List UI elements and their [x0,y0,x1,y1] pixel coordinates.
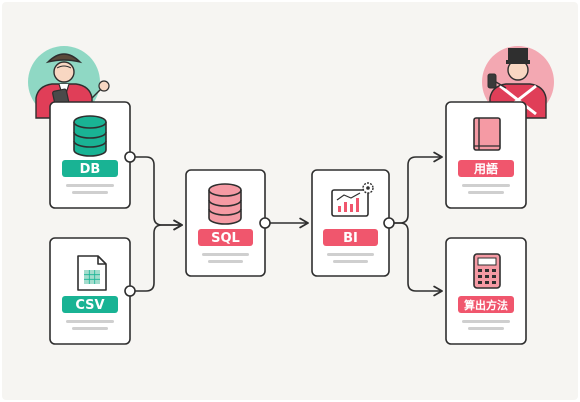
calculator-icon [473,253,501,289]
db-badge [62,160,118,177]
placeholder-line [202,253,249,256]
placeholder-line [72,327,108,330]
db-output-port[interactable] [124,151,136,163]
csv-file-icon [77,255,107,291]
db-label: DB [80,162,101,177]
csv-badge [62,296,118,313]
placeholder-line [462,184,510,187]
calculation-badge [458,296,514,313]
node-calculation[interactable]: 算出方法 [445,237,527,345]
placeholder-line [468,191,504,194]
placeholder-line [333,260,368,263]
sql-label: SQL [211,231,240,246]
connectors [130,151,443,297]
sql-badge [198,229,253,246]
database-icon [208,183,242,225]
sql-output-port[interactable] [259,217,271,229]
book-icon [473,117,501,151]
node-glossary[interactable]: 用語 [445,101,527,209]
node-db[interactable]: DB [49,101,136,209]
placeholder-line [327,253,374,256]
placeholder-line [72,191,108,194]
edge-csv-sql [130,219,183,292]
placeholder-line [208,260,243,263]
csv-output-port[interactable] [124,285,136,297]
placeholder-line [468,327,504,330]
glossary-label: 用語 [473,161,498,176]
edge-bi-calc [389,222,443,297]
bi-output-port[interactable] [383,217,395,229]
placeholder-line [66,184,114,187]
node-bi[interactable]: BI [311,169,395,277]
node-sql[interactable]: SQL [185,169,271,277]
bi-dashboard-icon [331,182,374,217]
placeholder-line [462,320,510,323]
csv-label: CSV [75,298,104,313]
node-csv[interactable]: CSV [49,237,136,345]
character-right-avatar [482,46,554,119]
bi-badge [323,229,378,246]
edge-bi-glossary [389,151,443,224]
edge-db-sql [130,156,183,231]
bi-label: BI [343,231,358,246]
database-icon [73,115,107,157]
placeholder-line [66,320,114,323]
calculation-label: 算出方法 [463,298,508,312]
glossary-badge [458,160,514,177]
